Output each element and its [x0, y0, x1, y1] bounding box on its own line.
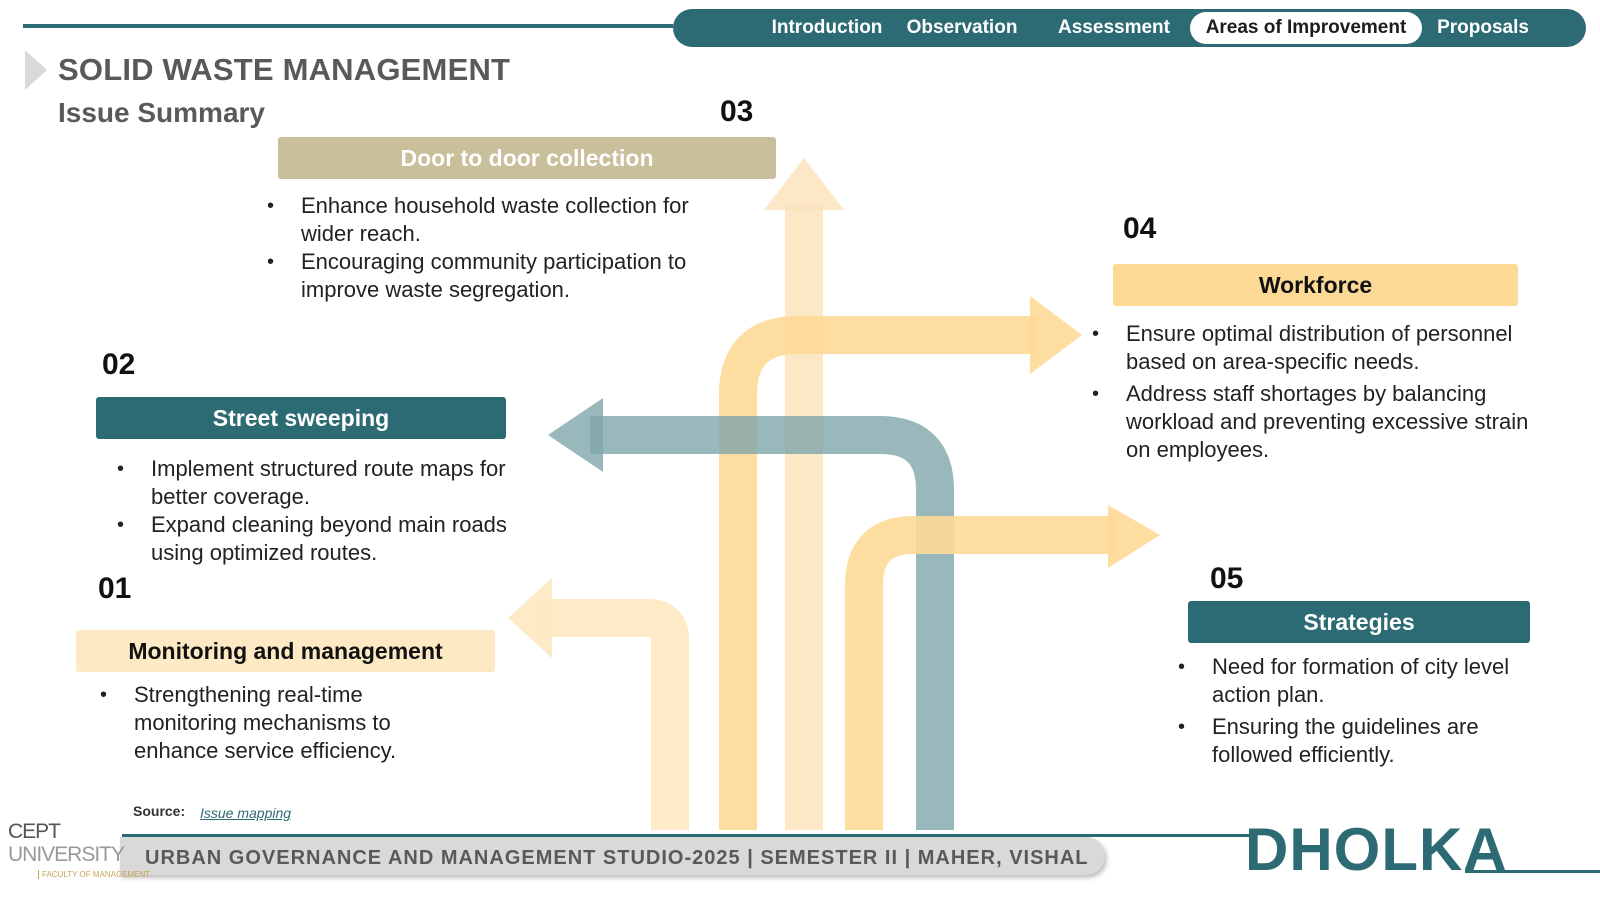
- logo-line-2: UNIVERSITY: [8, 843, 125, 866]
- section-nav: Introduction Observation Assessment Area…: [673, 9, 1586, 47]
- section-05-number: 05: [1210, 562, 1244, 595]
- section-05-bullets: Need for formation of city level action …: [1176, 653, 1556, 769]
- list-item: Ensure optimal distribution of personnel…: [1090, 320, 1545, 376]
- footer-studio-text: URBAN GOVERNANCE AND MANAGEMENT STUDIO-2…: [145, 847, 1089, 869]
- arrow-door-to-door-head: [764, 158, 844, 210]
- section-02-title: Street sweeping: [96, 397, 506, 439]
- list-item: Implement structured route maps for bett…: [115, 455, 535, 511]
- nav-introduction[interactable]: Introduction: [771, 17, 883, 38]
- nav-observation[interactable]: Observation: [906, 17, 1018, 38]
- page-subtitle: Issue Summary: [58, 97, 265, 128]
- section-05-title: Strategies: [1188, 601, 1530, 643]
- section-04-number: 04: [1123, 212, 1157, 245]
- section-01-number: 01: [98, 572, 132, 605]
- list-item: Encouraging community participation to i…: [265, 248, 715, 304]
- arrow-strategies-head: [1108, 505, 1160, 568]
- arrow-workforce-head: [1030, 296, 1082, 374]
- nav-proposals[interactable]: Proposals: [1437, 17, 1529, 38]
- top-rule: [23, 24, 673, 28]
- nav-assessment[interactable]: Assessment: [1058, 17, 1170, 38]
- section-03-bullets: Enhance household waste collection for w…: [265, 192, 715, 304]
- title-marker-icon: [25, 50, 47, 90]
- list-item: Enhance household waste collection for w…: [265, 192, 715, 248]
- section-03-number: 03: [720, 95, 754, 128]
- source-link[interactable]: Issue mapping: [200, 805, 292, 821]
- city-name: DHOLKA: [1245, 816, 1508, 883]
- section-03-title: Door to door collection: [278, 137, 776, 179]
- list-item: Address staff shortages by balancing wor…: [1090, 380, 1545, 464]
- arrow-street-sweeping-head: [548, 398, 603, 472]
- footer-rule: [122, 834, 1257, 837]
- list-item: Expand cleaning beyond main roads using …: [115, 511, 535, 567]
- source-label: Source:: [133, 803, 186, 819]
- section-04-title: Workforce: [1113, 264, 1518, 306]
- logo-line-3: FACULTY OF MANAGEMENT: [38, 870, 150, 879]
- section-02-bullets: Implement structured route maps for bett…: [115, 455, 535, 567]
- nav-areas-of-improvement[interactable]: Areas of Improvement: [1190, 12, 1422, 44]
- city-underline: [1465, 870, 1600, 873]
- list-item: Ensuring the guidelines are followed eff…: [1176, 713, 1556, 769]
- arrow-workforce: [719, 316, 1038, 830]
- list-item: Strengthening real-time monitoring mecha…: [98, 681, 438, 765]
- logo-line-1: CEPT: [8, 820, 61, 843]
- page-title: SOLID WASTE MANAGEMENT: [58, 52, 511, 87]
- arrow-monitoring: [540, 599, 689, 830]
- list-item: Need for formation of city level action …: [1176, 653, 1556, 709]
- section-04-bullets: Ensure optimal distribution of personnel…: [1090, 320, 1545, 464]
- section-02-number: 02: [102, 348, 136, 381]
- arrow-strategies: [845, 516, 1115, 830]
- section-01-title: Monitoring and management: [76, 630, 495, 672]
- section-01-bullets: Strengthening real-time monitoring mecha…: [98, 681, 438, 765]
- arrow-street-sweeping: [590, 416, 954, 830]
- arrow-monitoring-head: [508, 578, 552, 658]
- footer-banner: [120, 837, 1105, 875]
